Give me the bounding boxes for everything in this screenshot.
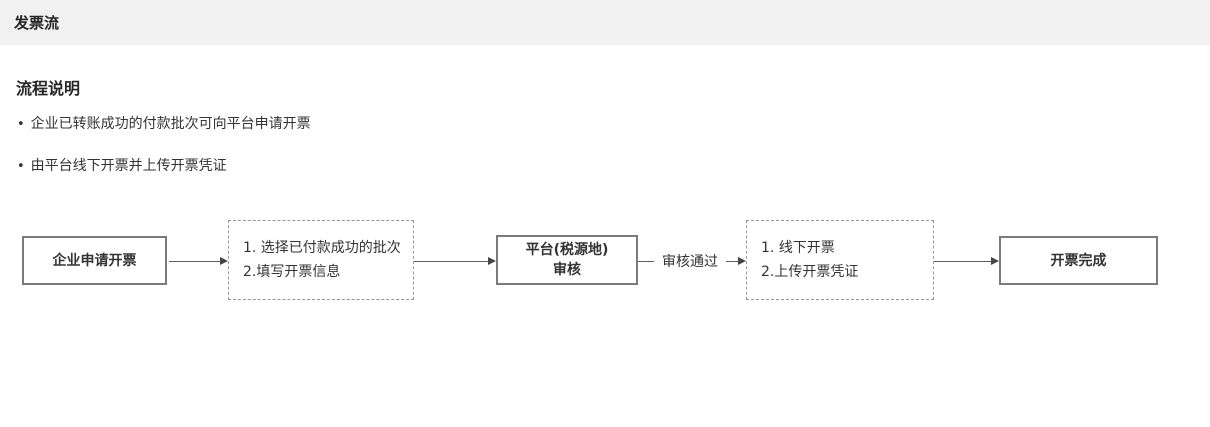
flow-step-line: 2.上传开票凭证 bbox=[761, 264, 859, 280]
flow-step-line: 审核 bbox=[553, 262, 581, 278]
section-heading: 流程说明 bbox=[16, 79, 81, 98]
list-item: • 企业已转账成功的付款批次可向平台申请开票 bbox=[17, 113, 311, 133]
page-header: 发票流 bbox=[0, 0, 1210, 45]
page-title: 发票流 bbox=[14, 14, 60, 32]
flow-step-select-batch-note: 1. 选择已付款成功的批次 2.填写开票信息 bbox=[228, 220, 414, 300]
bullet-text: 企业已转账成功的付款批次可向平台申请开票 bbox=[30, 116, 311, 132]
flow-step-line: 2.填写开票信息 bbox=[243, 264, 341, 280]
arrow-right-labeled: 审核通过 bbox=[638, 253, 746, 270]
bullet-icon: • bbox=[17, 117, 25, 132]
bullet-text: 由平台线下开票并上传开票凭证 bbox=[30, 158, 227, 174]
arrow-label: 审核通过 bbox=[662, 254, 718, 270]
flow-step-label: 企业申请开票 bbox=[52, 252, 137, 269]
flow-step-apply-invoice: 企业申请开票 bbox=[22, 236, 167, 285]
flow-step-line: 1. 线下开票 bbox=[761, 240, 835, 256]
flow-step-label: 开票完成 bbox=[1050, 252, 1107, 269]
arrow-right-icon bbox=[414, 253, 496, 269]
flow-step-line: 平台(税源地) bbox=[525, 242, 609, 258]
bullet-icon: • bbox=[17, 159, 25, 174]
flow-step-offline-invoice-note: 1. 线下开票 2.上传开票凭证 bbox=[746, 220, 934, 300]
flow-step-invoice-complete: 开票完成 bbox=[999, 236, 1158, 285]
arrow-right-icon bbox=[934, 253, 999, 269]
flow-step-line: 1. 选择已付款成功的批次 bbox=[243, 240, 401, 256]
flow-step-platform-review: 平台(税源地) 审核 bbox=[496, 235, 638, 285]
list-item: • 由平台线下开票并上传开票凭证 bbox=[17, 155, 227, 175]
arrow-right-icon bbox=[169, 253, 228, 269]
